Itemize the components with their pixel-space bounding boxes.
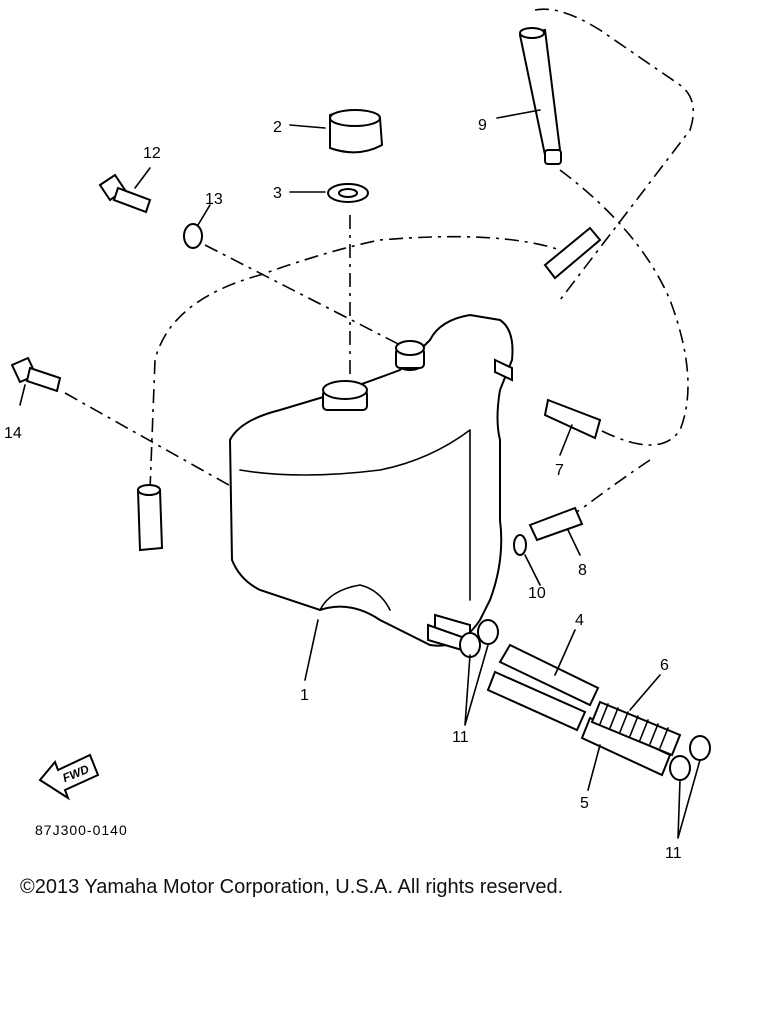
bolt-12 [98, 173, 152, 214]
filler-cap [329, 109, 384, 154]
callout-3: 3 [273, 185, 282, 202]
callout-10: 10 [528, 585, 546, 602]
leader-lines [19, 109, 701, 839]
callout-7: 7 [555, 462, 564, 479]
callout-12: 12 [143, 145, 161, 162]
fwd-arrow-icon: FWD [38, 753, 100, 801]
callout-13: 13 [205, 191, 223, 208]
hose-segments [136, 226, 602, 552]
bolt-14 [10, 356, 62, 393]
callout-labels: 1 2 3 4 5 6 7 8 9 10 11 11 12 13 14 [4, 117, 682, 862]
callout-11-a: 11 [452, 729, 469, 746]
hose-9 [518, 27, 562, 165]
callout-8: 8 [578, 562, 587, 579]
oil-tank [228, 313, 514, 652]
callout-1: 1 [300, 687, 309, 704]
gasket [327, 183, 369, 203]
callout-9: 9 [478, 117, 487, 134]
spring-6 [590, 700, 682, 757]
clamps-11 [459, 619, 711, 781]
drawing-code: 87J300-0140 [35, 822, 128, 838]
callout-6: 6 [660, 657, 669, 674]
callout-5: 5 [580, 795, 589, 812]
copyright-notice: ©2013 Yamaha Motor Corporation, U.S.A. A… [20, 876, 564, 898]
callout-4: 4 [575, 612, 584, 629]
callout-2: 2 [273, 119, 282, 136]
hose-4 [498, 643, 600, 707]
callout-14: 14 [4, 425, 22, 442]
clamp-10 [513, 534, 527, 556]
callout-11-b: 11 [665, 845, 682, 862]
washer-13 [183, 223, 203, 249]
